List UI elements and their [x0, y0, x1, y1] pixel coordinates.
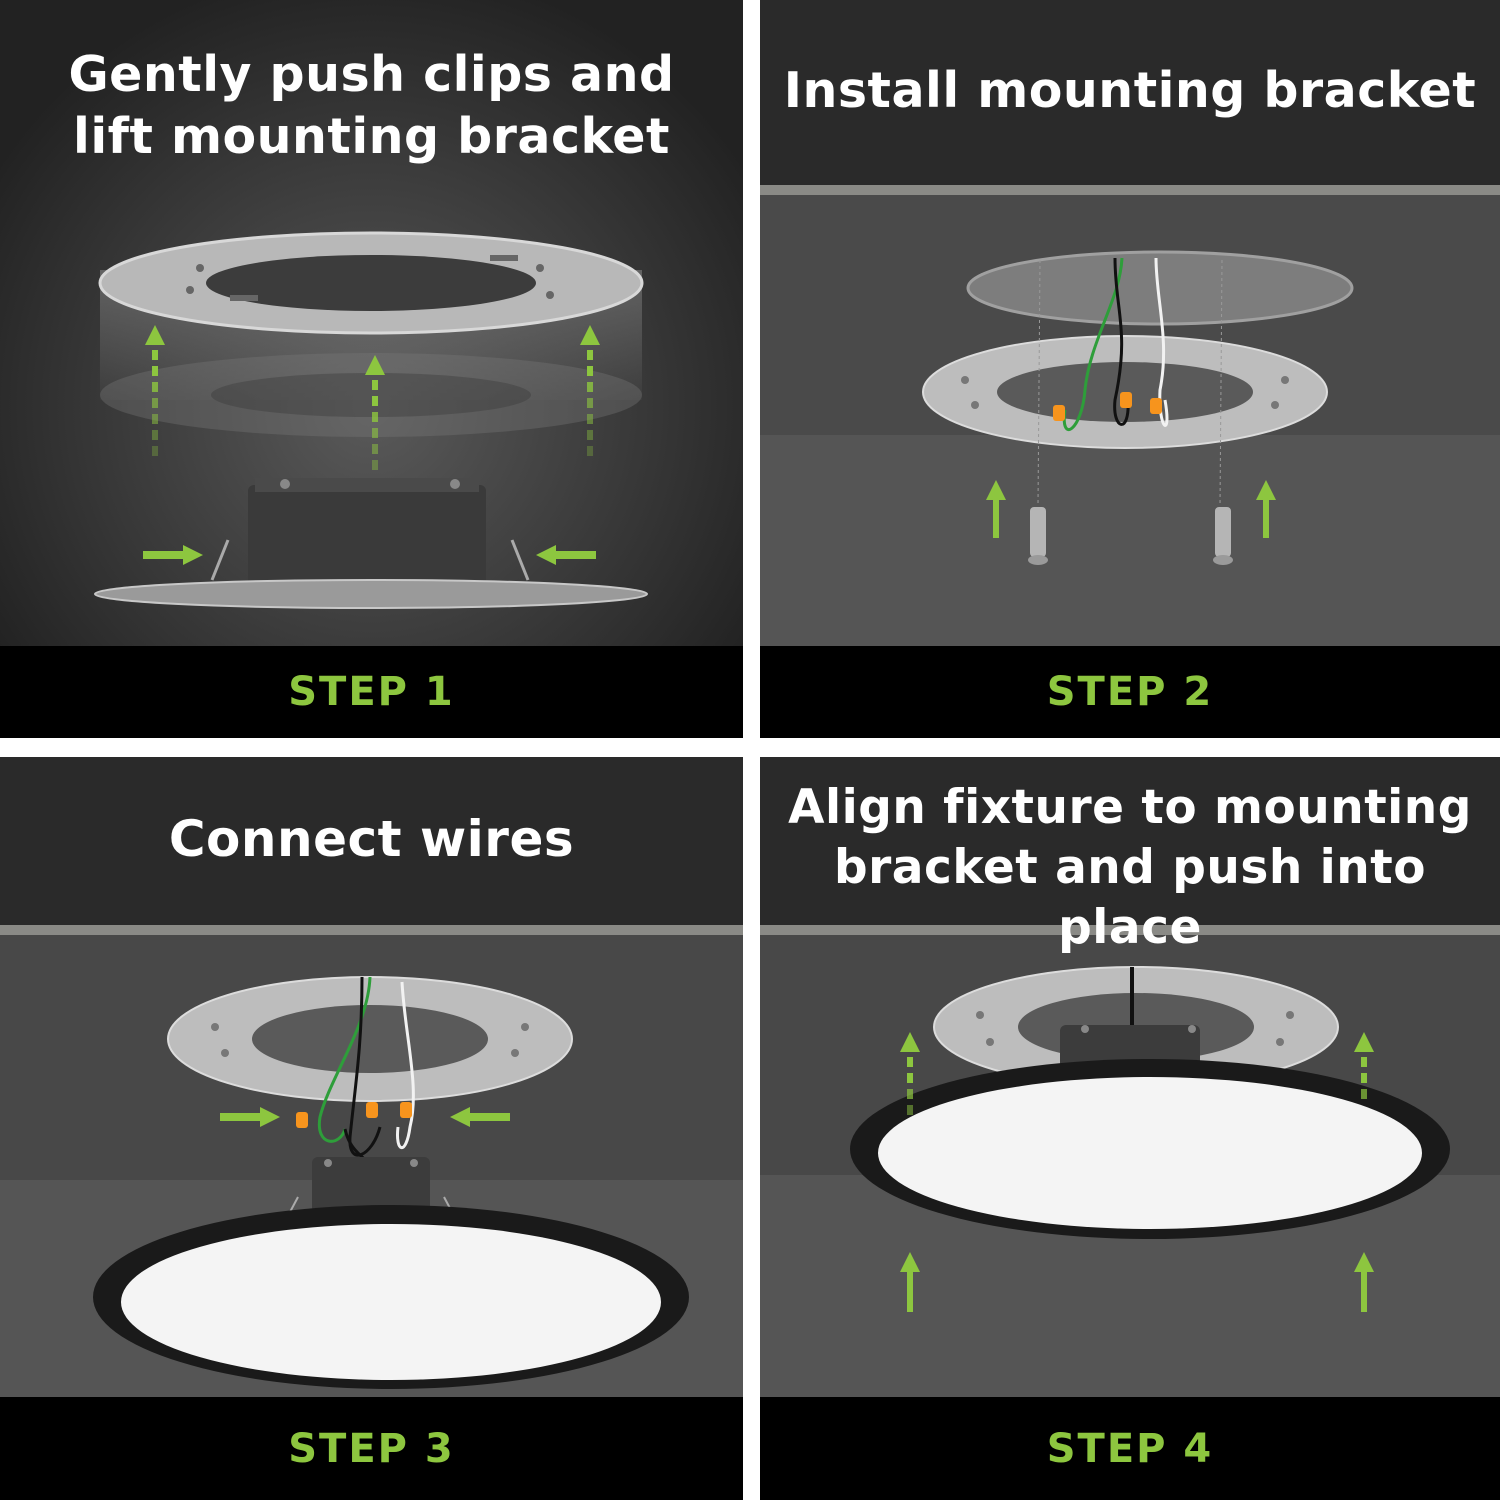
up-arrow-icon	[365, 355, 385, 470]
ceiling-hole	[966, 250, 1354, 326]
up-arrow-icon	[986, 480, 1006, 538]
up-arrow-icon	[1256, 480, 1276, 538]
step-1-illustration	[0, 0, 743, 738]
step-3-title: Connect wires	[168, 810, 575, 868]
screw-icon	[1028, 507, 1048, 565]
step-1-footer: STEP 1	[0, 646, 743, 738]
right-arrow-icon	[220, 1107, 280, 1127]
step-2-panel: Install mounting bracket STEP 2	[760, 0, 1500, 738]
led-fixture	[93, 1157, 689, 1389]
step-1-label: STEP 1	[288, 669, 455, 715]
up-arrow-icon	[145, 325, 165, 456]
step-4-panel: Align fixture to mounting bracket and pu…	[760, 757, 1500, 1500]
wire-connectors	[296, 1102, 412, 1128]
left-arrow-icon	[450, 1107, 510, 1127]
up-arrow-icon	[900, 1032, 920, 1115]
screw-icon	[1213, 507, 1233, 565]
up-arrow-icon	[1354, 1032, 1374, 1099]
up-arrow-icon	[900, 1252, 920, 1312]
step-2-label: STEP 2	[1046, 669, 1214, 715]
step-2-title: Install mounting bracket	[783, 62, 1477, 119]
step-2-footer: STEP 2	[760, 646, 1500, 738]
step-1-panel: Gently push clips and lift mounting brac…	[0, 0, 743, 738]
left-arrow-icon	[536, 545, 596, 565]
step-3-panel: Connect wires STEP 3	[0, 757, 743, 1500]
up-arrow-icon	[580, 325, 600, 456]
step-3-label: STEP 3	[288, 1425, 455, 1472]
step-3-footer: STEP 3	[0, 1397, 743, 1500]
step-4-label: STEP 4	[1046, 1425, 1214, 1472]
step-1-title: Gently push clips and lift mounting brac…	[68, 46, 675, 165]
step-4-title: Align fixture to mounting bracket and pu…	[788, 780, 1472, 955]
up-arrow-icon	[1354, 1252, 1374, 1312]
step-4-footer: STEP 4	[760, 1397, 1500, 1500]
wire-connectors	[1053, 392, 1162, 421]
right-arrow-icon	[143, 545, 203, 565]
wires	[1062, 257, 1169, 432]
led-fixture	[850, 1025, 1450, 1239]
fixture-housing	[94, 478, 648, 609]
